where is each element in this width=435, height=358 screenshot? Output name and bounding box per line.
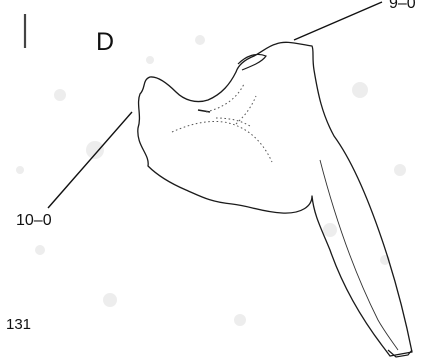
bone-outline (138, 42, 412, 356)
neck-groove (198, 110, 210, 112)
panel-letter: D (96, 28, 114, 56)
background-texture (16, 35, 406, 326)
leader-line-top-right (294, 2, 382, 40)
label-9-0: 9–0 (389, 0, 416, 12)
dotted-contours (172, 84, 272, 162)
label-10-0: 10–0 (16, 212, 52, 229)
figure-number: 131 (6, 316, 31, 333)
leader-line-left (48, 112, 132, 208)
